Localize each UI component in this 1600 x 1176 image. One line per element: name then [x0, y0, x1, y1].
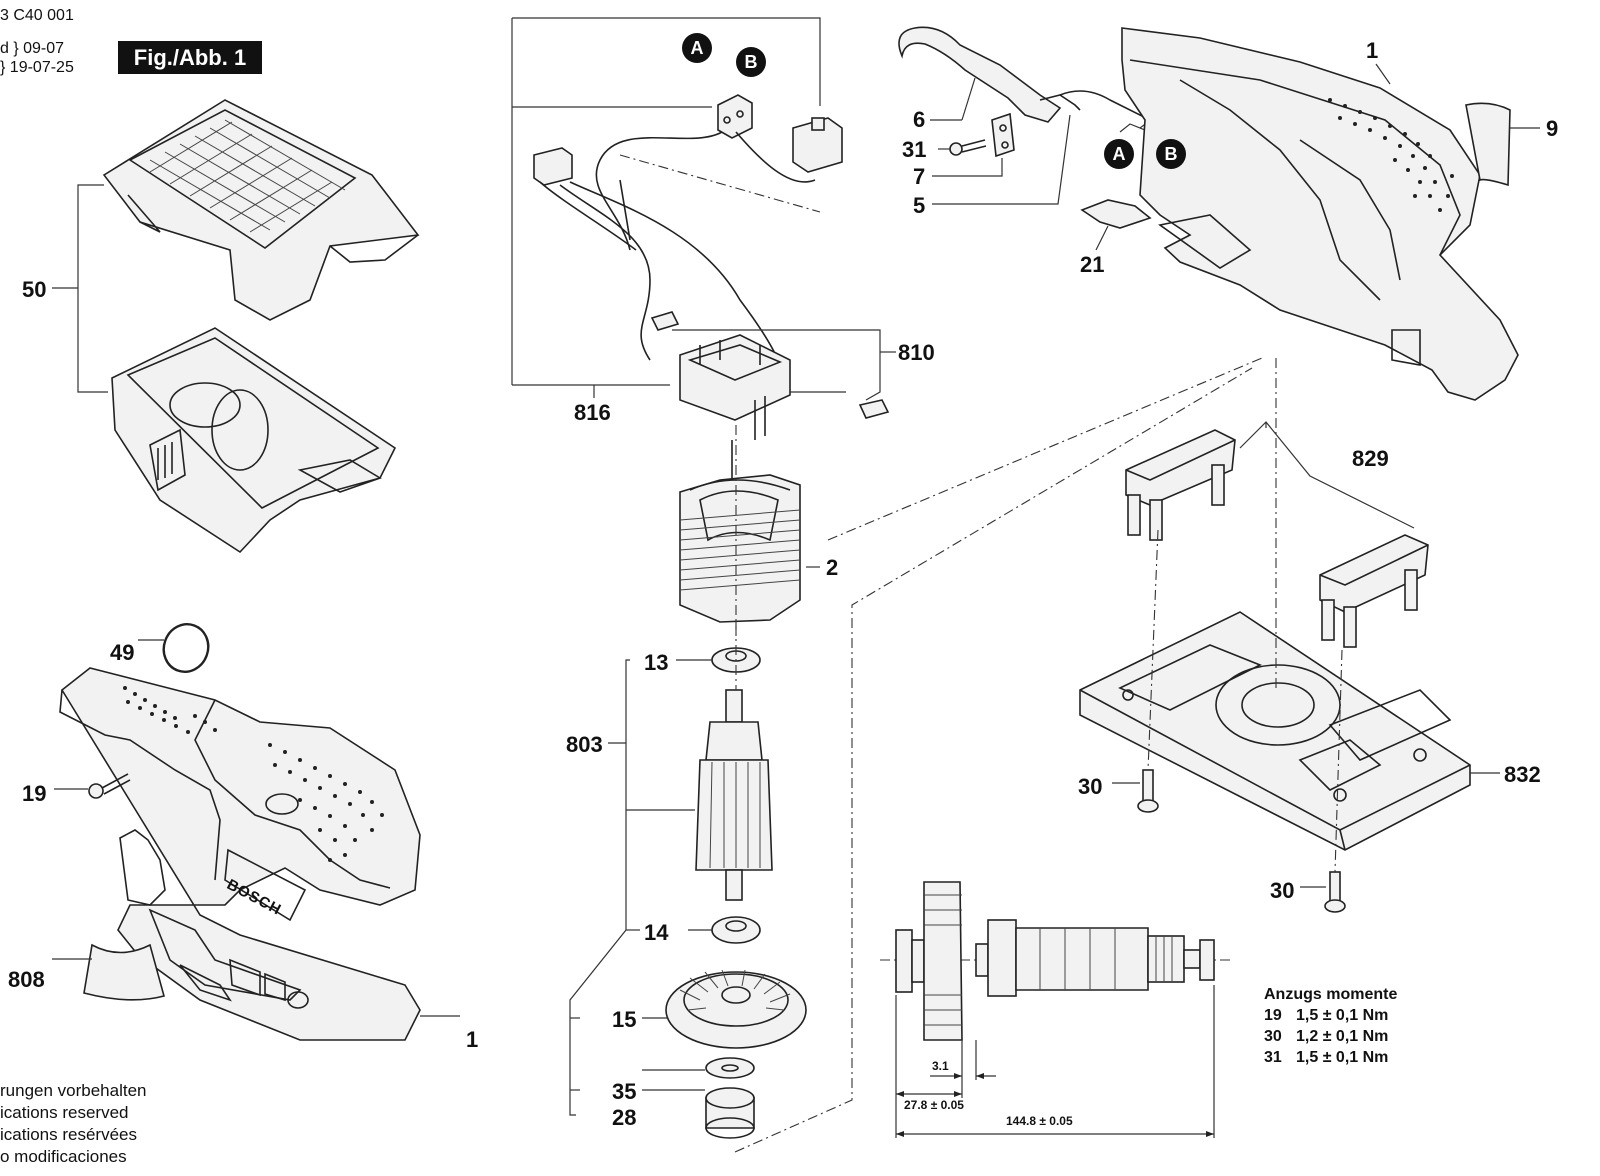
callout-810: 810: [898, 340, 935, 365]
counterweight-28: [705, 1087, 755, 1139]
armature-803: [695, 689, 773, 901]
torque-value: 1,2 ± 0,1 Nm: [1296, 1028, 1389, 1045]
torque-row: 19 1,5 ± 0,1 Nm: [1264, 1007, 1397, 1028]
callout-9: 9: [1546, 116, 1559, 141]
footer-notes: rungen vorbehalten ications reserved ica…: [0, 1080, 147, 1168]
callout-7: 7: [913, 164, 926, 189]
torque-part: 31: [1264, 1049, 1282, 1066]
bearing-13: [676, 647, 761, 673]
dust-box-lid: [102, 99, 420, 321]
cable-harness-816: [511, 17, 896, 440]
callout-1-top: 1: [1366, 38, 1379, 63]
connector-marker-b-left: B: [736, 47, 766, 77]
connector-marker-b-right: B: [1156, 139, 1186, 169]
callout-28: 28: [612, 1105, 637, 1130]
date-line-2: } 19-07-25: [0, 59, 74, 76]
figure-label: Fig./Abb. 1: [118, 41, 262, 74]
callout-1-bottom: 1: [466, 1027, 479, 1052]
callout-816: 816: [574, 400, 611, 425]
torque-title: Anzugs momente: [1264, 986, 1398, 1003]
screw-30-b: [1300, 871, 1346, 913]
callout-50: 50: [22, 277, 47, 302]
callout-30-a: 30: [1078, 774, 1103, 799]
date-line-1: d } 09-07: [0, 40, 65, 57]
bearing-14: [688, 916, 761, 944]
callout-808: 808: [8, 967, 45, 992]
torque-row: 30 1,2 ± 0,1 Nm: [1264, 1028, 1397, 1049]
callout-832: 832: [1504, 762, 1541, 787]
callout-21: 21: [1080, 252, 1105, 277]
screw-30-a: [1112, 769, 1159, 813]
o-ring-49: [162, 623, 210, 673]
dimension-mid: 27.8 ± 0.05: [904, 1098, 964, 1112]
torque-table: Anzugs momente 19 1,5 ± 0,1 Nm 30 1,2 ± …: [1264, 986, 1397, 1070]
callout-14: 14: [644, 920, 669, 945]
callout-2: 2: [826, 555, 839, 580]
torque-part: 19: [1264, 1007, 1282, 1024]
note-line: ications resérvées: [0, 1125, 138, 1144]
connector-marker-a-right: A: [1104, 139, 1134, 169]
callout-35: 35: [612, 1079, 637, 1104]
power-cable-6: [898, 26, 1151, 123]
field-2: [679, 440, 820, 623]
connector-marker-a-left: A: [682, 33, 712, 63]
callout-6: 6: [913, 107, 926, 132]
callout-5: 5: [913, 193, 926, 218]
switch-cover-21: [1080, 199, 1152, 251]
callout-19: 19: [22, 781, 47, 806]
torque-value: 1,5 ± 0,1 Nm: [1296, 1007, 1389, 1024]
sanding-sheet-808: [52, 943, 165, 1001]
pad-clip-829: [1125, 421, 1429, 648]
callout-13: 13: [644, 650, 669, 675]
label-9: [1465, 102, 1540, 187]
callout-31: 31: [902, 137, 927, 162]
callout-49: 49: [110, 640, 135, 665]
note-line: o modificaciones: [0, 1147, 127, 1166]
callout-803: 803: [566, 732, 603, 757]
screw-19: [54, 773, 131, 799]
base-plate-832: [1079, 611, 1500, 851]
housing-assembled: [59, 667, 421, 1041]
document-number: 3 C40 001: [0, 7, 74, 24]
note-line: rungen vorbehalten: [0, 1081, 147, 1100]
dimension-total: 144.8 ± 0.05: [1006, 1114, 1073, 1128]
washer-35: [642, 1057, 755, 1091]
torque-value: 1,5 ± 0,1 Nm: [1296, 1049, 1389, 1066]
housing-1-top: [1121, 27, 1519, 401]
screw-31: [938, 139, 987, 156]
torque-row: 31 1,5 ± 0,1 Nm: [1264, 1049, 1397, 1070]
torque-part: 30: [1264, 1028, 1282, 1045]
fan-15: [642, 969, 807, 1049]
note-line: ications reserved: [0, 1103, 129, 1122]
armature-dimension-drawing: [895, 881, 1215, 1138]
dimension-small: 3.1: [932, 1059, 949, 1073]
callout-829: 829: [1352, 446, 1389, 471]
callout-30-b: 30: [1270, 878, 1295, 903]
cable-clamp-7: [932, 112, 1015, 177]
callout-15: 15: [612, 1007, 637, 1032]
dust-box: [111, 327, 397, 554]
